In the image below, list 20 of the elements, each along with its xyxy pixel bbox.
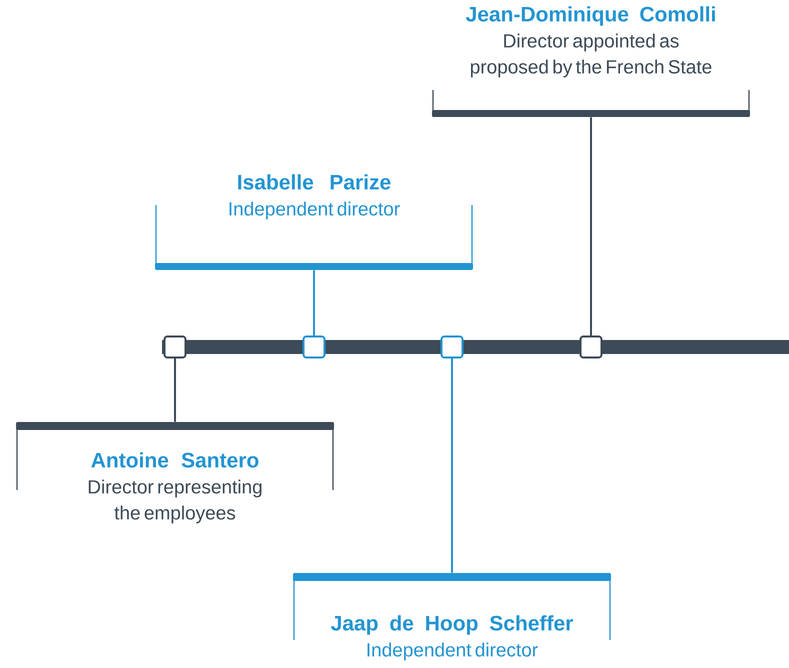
timeline-marker — [164, 336, 186, 358]
timeline-marker — [580, 336, 602, 358]
connector-line — [590, 117, 592, 336]
connector-line — [313, 270, 315, 336]
node-label: Jean-Dominique Comolli — [466, 6, 715, 26]
connector-line — [174, 358, 176, 422]
node-label: Director appointed as proposed by the French State — [470, 34, 712, 78]
director-box: Isabelle Parize Independent director — [155, 174, 473, 270]
node-label: Jaap de Hoop Scheffer — [330, 615, 574, 635]
timeline-marker — [302, 336, 326, 358]
connector-line — [451, 358, 453, 573]
director-box: Antoine Santero Director representing the employees — [16, 422, 334, 524]
node-label: Antoine Santero — [91, 452, 258, 468]
node-label: Director representing the employees — [88, 480, 262, 524]
director-box: Jean-Dominique Comolli Director appointed as proposed by the French State — [432, 6, 750, 117]
node-label: Independent director — [230, 202, 400, 220]
node-label: Isabelle Parize — [238, 174, 390, 190]
node-label: Independent director — [368, 642, 538, 660]
director-box: Jaap de Hoop Scheffer Independent director — [293, 573, 611, 660]
timeline-marker — [440, 336, 464, 358]
